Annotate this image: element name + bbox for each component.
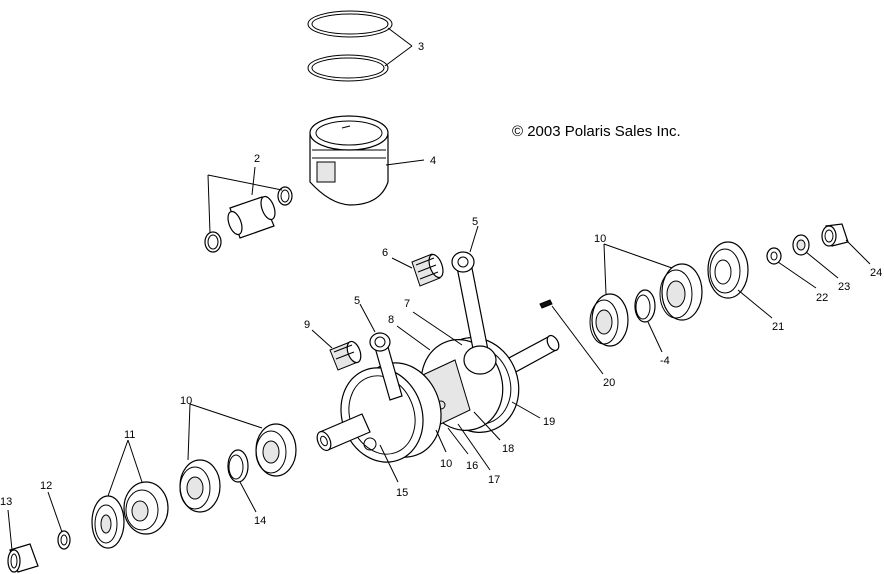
callout-11: 11 <box>124 429 135 441</box>
callout-17: 17 <box>488 474 500 486</box>
callout-8: 8 <box>388 314 394 326</box>
bearing-right-inner <box>589 293 629 347</box>
callout-7: 7 <box>404 298 410 310</box>
callout-4: 4 <box>430 155 436 167</box>
callout-15: 15 <box>396 487 408 499</box>
callout-20: 20 <box>603 377 615 389</box>
callout-19: 19 <box>543 416 555 428</box>
callout-16: 16 <box>466 460 478 472</box>
woodruff-key <box>539 299 553 309</box>
callout-10-right: 10 <box>594 233 606 245</box>
crankshaft-assembly <box>316 334 560 463</box>
callout-12: 12 <box>40 480 52 492</box>
connecting-rod-right <box>451 251 497 375</box>
callout-5-left: 5 <box>354 295 360 307</box>
callout-9: 9 <box>304 319 310 331</box>
oil-seal-left <box>123 481 169 535</box>
callout-18: 18 <box>502 443 514 455</box>
copyright-text: © 2003 Polaris Sales Inc. <box>512 123 681 140</box>
spacer-ring-right <box>634 289 656 323</box>
bushing-24 <box>821 223 849 247</box>
callout-2: 2 <box>254 153 260 165</box>
bushing-13 <box>7 543 39 573</box>
callout-6: 6 <box>382 247 388 259</box>
callout-22: 22 <box>816 292 828 304</box>
washer-22 <box>766 247 782 265</box>
needle-bearing-upper <box>411 253 444 287</box>
callout-14-right: -4 <box>660 355 670 367</box>
callout-23: 23 <box>838 281 850 293</box>
piston <box>309 115 389 206</box>
callout-21: 21 <box>772 321 784 333</box>
nut-23 <box>792 234 810 256</box>
ring-12 <box>57 530 71 550</box>
oil-seal-right <box>707 241 749 299</box>
piston-rings <box>307 10 393 82</box>
callout-3: 3 <box>418 41 424 53</box>
piston-pin <box>204 186 293 253</box>
connecting-rod-left <box>369 332 403 401</box>
callout-13: 13 <box>0 496 12 508</box>
bearing-right-outer <box>659 263 703 321</box>
callout-10-left: 10 <box>180 395 192 407</box>
callout-24: 24 <box>870 267 882 279</box>
bearing-left-inner <box>179 459 221 513</box>
callout-14-left: 14 <box>254 515 266 527</box>
callout-5-right: 5 <box>472 216 478 228</box>
needle-bearing-lower <box>329 340 362 371</box>
seal-plate-left <box>91 495 125 549</box>
callout-10-center: 10 <box>440 458 452 470</box>
spacer-ring-left <box>227 449 249 483</box>
bearing-left-outer <box>255 423 297 477</box>
